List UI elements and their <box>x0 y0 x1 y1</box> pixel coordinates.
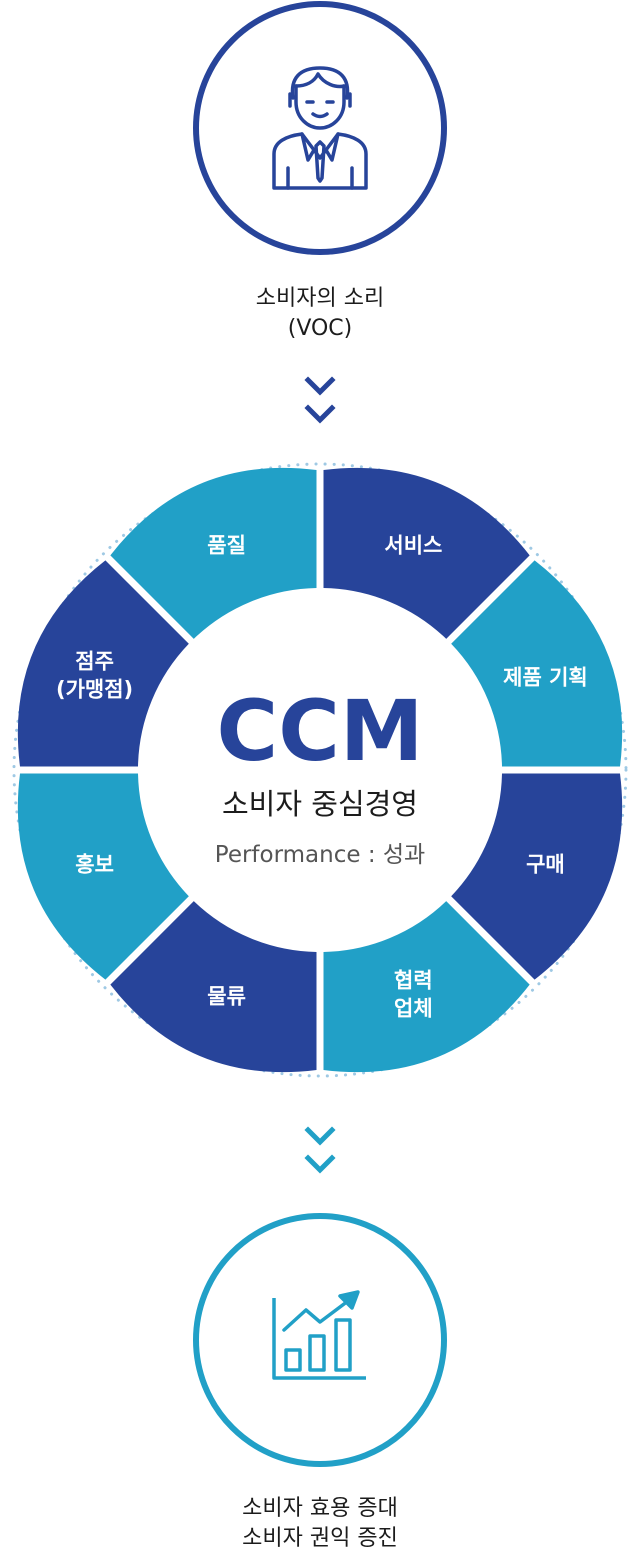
voc-circle <box>193 1 447 255</box>
chevron-down-icon <box>304 376 336 424</box>
result-circle <box>193 1213 447 1467</box>
segment-label-store-owner: 점주(가맹점) <box>56 650 133 702</box>
person-icon <box>272 66 368 190</box>
segment-partner <box>323 901 530 1073</box>
ccm-performance: Performance : 성과 <box>215 842 425 868</box>
segment-quality <box>110 467 317 639</box>
ccm-title: CCM <box>217 682 424 780</box>
growth-chart-icon <box>272 1290 366 1380</box>
segment-product-planning <box>451 560 623 767</box>
segment-purchase <box>451 773 623 980</box>
segment-label-purchase: 구매 <box>526 852 565 876</box>
result-caption: 소비자 효용 증대 소비자 권익 증진 <box>0 1494 640 1554</box>
ccm-subtitle: 소비자 중심경영 <box>222 787 418 821</box>
segment-promotion <box>17 773 189 980</box>
result-line1: 소비자 효용 증대 <box>242 1496 398 1521</box>
dotted-ring <box>12 462 628 1078</box>
segment-service <box>323 467 530 639</box>
segment-label-quality: 품질 <box>207 534 246 558</box>
segment-label-product-planning: 제품 기획 <box>503 666 588 690</box>
result-line2: 소비자 권익 증진 <box>242 1526 398 1551</box>
segment-label-service: 서비스 <box>384 534 442 558</box>
segment-label-promotion: 홍보 <box>75 852 114 876</box>
voc-caption: 소비자의 소리 (VOC) <box>0 284 640 344</box>
chevron-down-icon <box>304 1126 336 1174</box>
segment-logistics <box>110 901 317 1073</box>
voc-line1: 소비자의 소리 <box>255 286 385 311</box>
voc-line2: (VOC) <box>287 316 353 341</box>
center-circle <box>140 590 500 950</box>
segment-label-logistics: 물류 <box>207 984 246 1008</box>
segment-store-owner <box>17 560 189 767</box>
